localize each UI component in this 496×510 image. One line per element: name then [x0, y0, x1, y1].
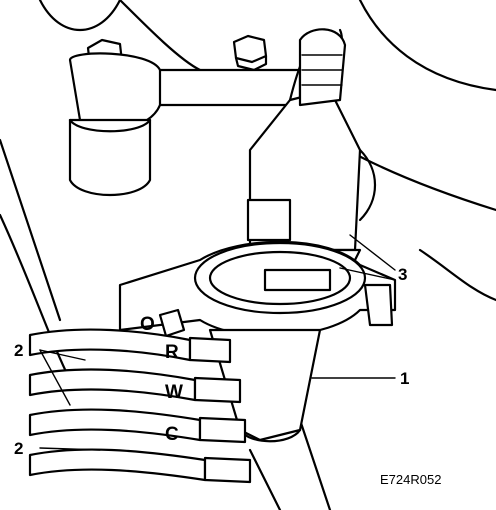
wire-letter-w: W [165, 382, 183, 403]
wire-letter-r: R [165, 342, 179, 363]
upper-bolt-right [232, 34, 268, 72]
ignition-leads [28, 328, 252, 484]
coil-connector [246, 28, 377, 272]
callout-2-lower: 2 [14, 439, 23, 458]
callout-2-upper: 2 [14, 341, 23, 360]
leader-lines [39, 234, 396, 451]
wire-letter-o: O [140, 314, 155, 335]
coil-mounting-bolt [158, 308, 186, 338]
mounting-bracket [68, 52, 302, 196]
wire-letter-c: C [165, 424, 179, 445]
callout-1: 1 [400, 369, 409, 388]
callout-3: 3 [398, 265, 407, 284]
ignition-coil [118, 240, 397, 443]
figure-reference-code: E724R052 [380, 472, 441, 487]
